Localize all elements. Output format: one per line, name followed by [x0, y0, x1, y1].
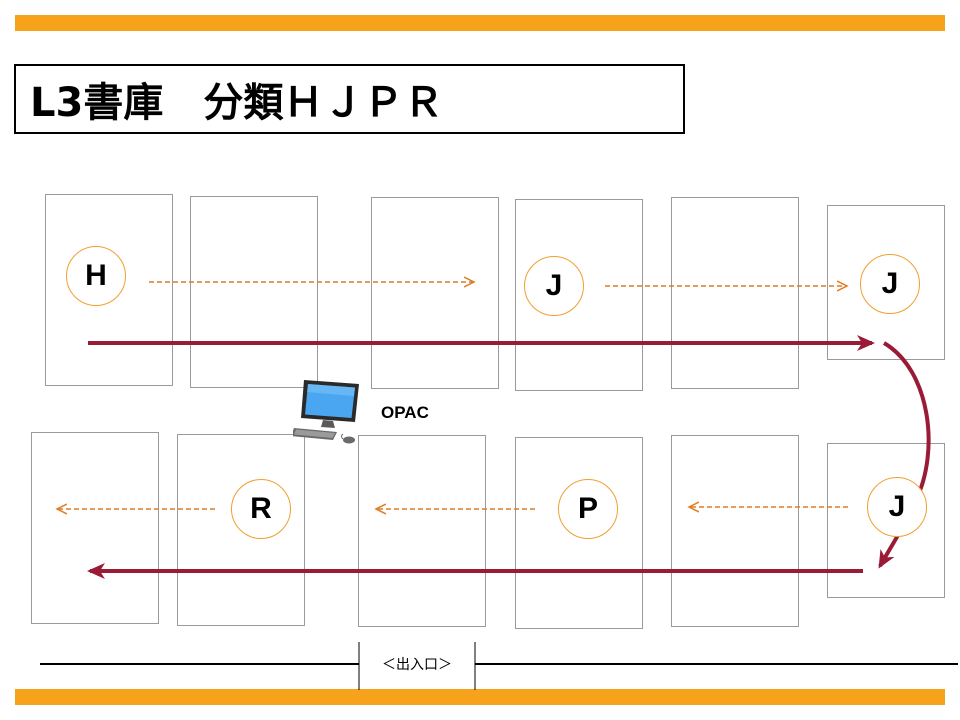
label-r-text: R [250, 492, 272, 525]
shelf-top-2 [190, 196, 318, 388]
label-circle-j-1: J [524, 256, 584, 316]
shelf-bottom-5 [671, 435, 799, 627]
entrance-label: ＜出入口＞ [382, 657, 452, 673]
label-circle-j-2: J [860, 254, 920, 314]
route-curve [878, 341, 931, 569]
label-j-2-text: J [881, 267, 899, 300]
page-title: L3書庫 分類ＨＪＰＲ [30, 80, 444, 126]
shelf-top-3 [371, 197, 499, 389]
label-circle-j-3: J [867, 477, 927, 537]
opac-label: OPAC [381, 403, 429, 422]
label-j-1-text: J [545, 269, 563, 302]
bottom-accent-bar [15, 689, 945, 705]
label-circle-p: P [558, 479, 618, 539]
label-h-text: H [85, 259, 107, 292]
label-circle-h: H [66, 246, 126, 306]
title-box: L3書庫 分類ＨＪＰＲ [14, 64, 685, 134]
shelf-bottom-1 [31, 432, 159, 624]
label-circle-r: R [231, 479, 291, 539]
label-p-text: P [577, 492, 598, 525]
top-accent-bar [15, 15, 945, 31]
shelf-bottom-3 [358, 435, 486, 627]
shelf-top-5 [671, 197, 799, 389]
label-j-3-text: J [888, 490, 906, 523]
computer-icon [293, 380, 359, 444]
